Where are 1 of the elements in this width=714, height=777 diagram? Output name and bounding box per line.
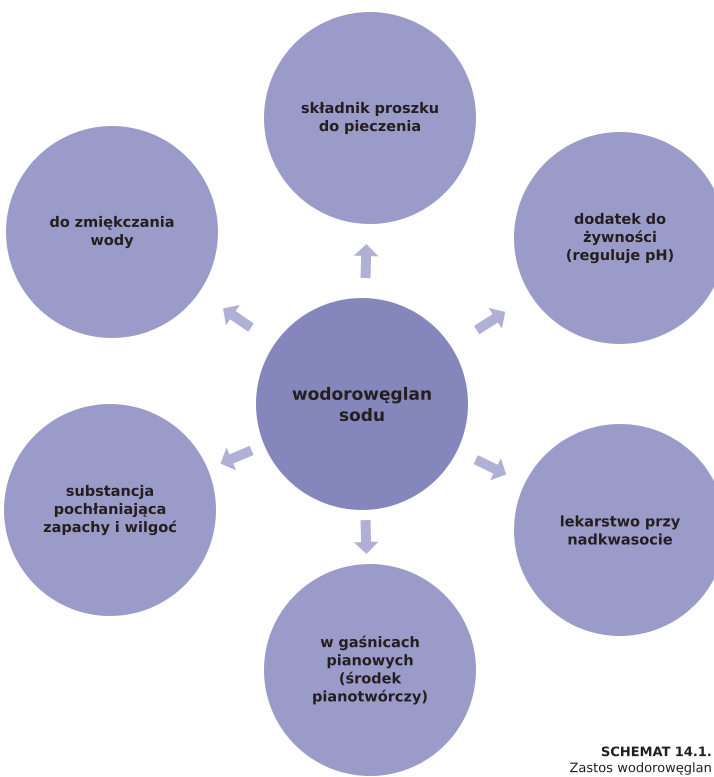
caption: SCHEMAT 14.1. Zastos wodorowęglan xyxy=(570,746,711,775)
